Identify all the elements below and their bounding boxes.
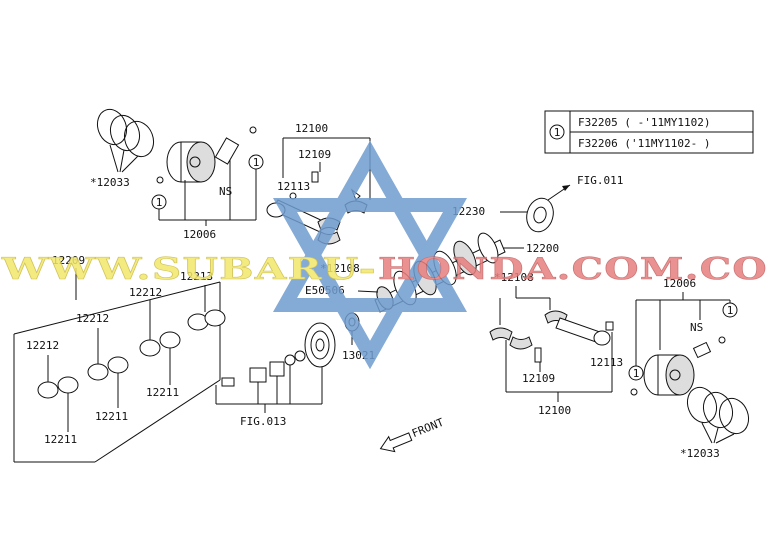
legend-box: 1 F32205 ( -'11MY1102) F32206 ('11MY1102… [544,110,754,154]
bolt-group-fig013 [215,350,323,413]
label-12211-a: 12211 [146,386,179,399]
label-12033-right: *12033 [680,447,720,460]
star-triangle-up [272,140,468,312]
star-triangle-down [272,198,468,370]
sprocket-12230 [526,197,554,233]
label-12113-right: 12113 [590,356,623,369]
label-12100-right: 12100 [538,404,571,417]
label-12200: 12200 [526,242,559,255]
label-front: FRONT [410,416,446,441]
circled-1-left-upper: 1 [253,156,260,169]
label-12109-top: 12109 [298,148,331,161]
label-12209: 12209 [52,254,85,267]
leader-12006-left [158,160,257,226]
watermark-text-left: WWW.SUBARU- [1,252,377,287]
piston-rings-right [686,386,750,444]
label-12006-left: 12006 [183,228,216,241]
pulley [304,322,336,368]
legend-marker: 1 [554,126,561,139]
circled-1-right-lower: 1 [633,367,640,380]
label-12212-b: 12212 [76,312,109,325]
watermark: WWW.SUBARU- HONDA.COM.CO [0,140,768,370]
star-of-david-watermark [272,140,468,370]
label-fig013: FIG.013 [240,415,286,428]
label-ns-right: NS [690,321,703,334]
legend-row-1: F32205 ( -'11MY1102) [578,116,710,129]
label-12211-b: 12211 [95,410,128,423]
label-12211-c: 12211 [44,433,77,446]
leader-12100-right [505,332,613,402]
bearing-frame [13,268,221,463]
watermark-text-right: HONDA.COM.CO [378,252,768,287]
piston-rings-left [96,108,155,173]
leader-12108-right [499,286,551,325]
label-fig011: FIG.011 [577,174,623,187]
circled-1-left-lower: 1 [156,196,163,209]
front-arrow: FRONT [379,416,446,453]
label-12006-right: 12006 [663,277,696,290]
circled-1-right-upper: 1 [727,304,734,317]
label-12113-top: 12113 [277,180,310,193]
label-12212-a: 12212 [129,286,162,299]
label-12033-left: *12033 [90,176,130,189]
connecting-rod-right [489,310,614,363]
bearing-shells [37,285,226,432]
label-12100-top: 12100 [295,122,328,135]
legend-row-2: F32206 ('11MY1102- ) [578,137,710,150]
label-ns-left: NS [219,185,232,198]
label-12108-right: *12108 [494,271,534,284]
label-12213: 12213 [180,270,213,283]
piston-right [630,336,726,396]
arrow-fig011 [547,184,571,201]
piston-left [156,126,257,184]
leader-12006-right [635,292,731,366]
label-12212-c: 12212 [26,339,59,352]
label-12109-right: 12109 [522,372,555,385]
